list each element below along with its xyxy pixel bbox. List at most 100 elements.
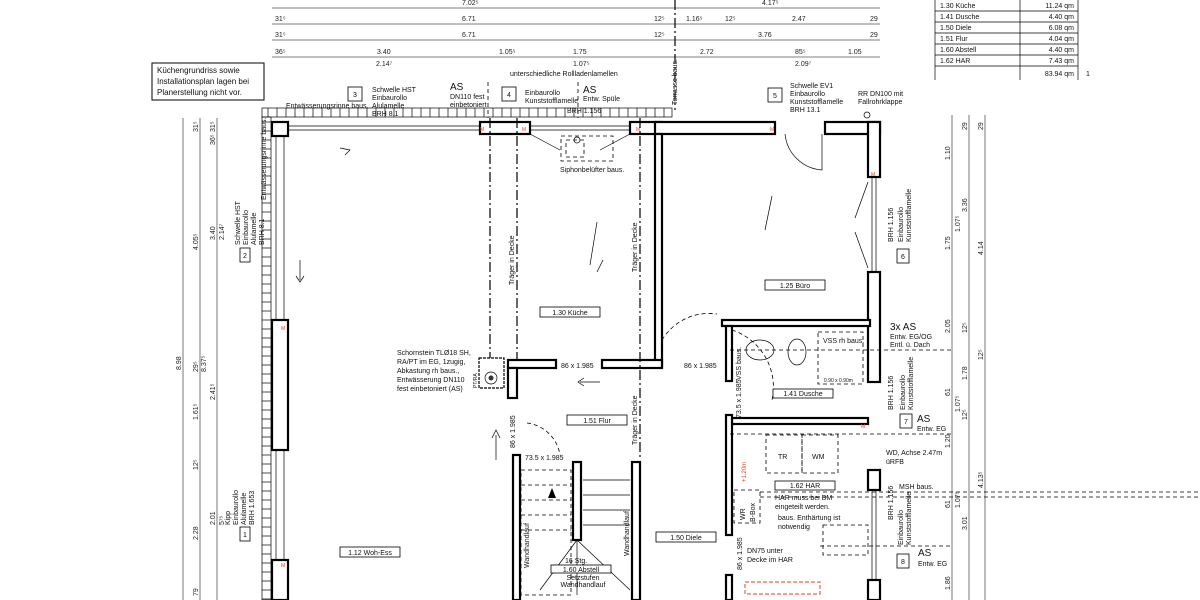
svg-text:1.07⁵: 1.07⁵ bbox=[955, 395, 962, 412]
svg-text:6.71: 6.71 bbox=[462, 32, 476, 39]
svg-text:VSS baus.: VSS baus. bbox=[736, 347, 743, 380]
room-label-flur: 1.51 Flur bbox=[583, 418, 611, 425]
svg-text:7.02⁵: 7.02⁵ bbox=[462, 0, 479, 7]
area-room: 1.30 Küche bbox=[940, 3, 976, 10]
svg-text:Alulamelle: Alulamelle bbox=[251, 213, 258, 245]
area-value: 6.08 qm bbox=[1049, 25, 1074, 32]
svg-text:Kipp: Kipp bbox=[225, 511, 232, 525]
area-room: 1.51 Flur bbox=[940, 36, 968, 43]
svg-text:Entwässerung DN110: Entwässerung DN110 bbox=[397, 377, 465, 384]
svg-text:12⁵: 12⁵ bbox=[725, 16, 736, 23]
svg-text:Kunststofflamelle: Kunststofflamelle bbox=[906, 189, 913, 242]
top-dimensions: 7.02⁵ 4.17⁵ 31⁵ 6.71 12⁵ 1.16⁵ 12⁵ 2.47 … bbox=[272, 0, 880, 68]
svg-text:3x AS: 3x AS bbox=[890, 322, 916, 333]
svg-text:29⁵: 29⁵ bbox=[193, 361, 200, 372]
svg-text:AS: AS bbox=[917, 414, 931, 425]
svg-text:31⁵: 31⁵ bbox=[275, 16, 286, 23]
note-box: Küchengrundriss sowie Installationsplan … bbox=[151, 62, 265, 101]
staircase: Wandhandlauf Wandhandlauf 16 Stg. 1.60 A… bbox=[520, 469, 631, 596]
svg-text:Alulamelle: Alulamelle bbox=[241, 493, 248, 525]
svg-text:4.17⁵: 4.17⁵ bbox=[762, 0, 779, 7]
svg-text:0.90 x 0.90m: 0.90 x 0.90m bbox=[824, 378, 853, 384]
svg-text:3.76: 3.76 bbox=[758, 32, 772, 39]
svg-text:Einbaurollo: Einbaurollo bbox=[233, 490, 240, 525]
svg-text:1.07⁵: 1.07⁵ bbox=[573, 61, 590, 68]
svg-text:2.14⁷: 2.14⁷ bbox=[376, 61, 393, 68]
svg-text:Schwelle HST: Schwelle HST bbox=[235, 200, 242, 245]
svg-text:29: 29 bbox=[962, 122, 969, 130]
svg-text:1.75: 1.75 bbox=[573, 49, 587, 56]
svg-text:üRFB: üRFB bbox=[886, 459, 904, 466]
svg-text:eingeteilt werden.: eingeteilt werden. bbox=[775, 504, 830, 511]
svg-text:8.37⁵: 8.37⁵ bbox=[201, 355, 208, 372]
svg-text:Installationsplan lagen bei: Installationsplan lagen bei bbox=[157, 77, 249, 86]
svg-text:Entwässerungsrinne baus.: Entwässerungsrinne baus. bbox=[286, 103, 369, 110]
svg-text:5: 5 bbox=[773, 93, 777, 100]
svg-text:+1.20m: +1.20m bbox=[742, 462, 748, 482]
area-value: 4.04 qm bbox=[1049, 36, 1074, 43]
svg-text:7: 7 bbox=[904, 419, 908, 426]
svg-text:3.40: 3.40 bbox=[210, 226, 217, 240]
svg-text:1.07⁵: 1.07⁵ bbox=[955, 215, 962, 232]
svg-text:Schwelle EV1: Schwelle EV1 bbox=[790, 83, 833, 90]
svg-text:Entw. EG: Entw. EG bbox=[917, 426, 946, 433]
svg-text:RA/PT im EG, 1zugig,: RA/PT im EG, 1zugig, bbox=[397, 359, 465, 366]
svg-text:61: 61 bbox=[945, 500, 952, 508]
svg-text:Setzstufen: Setzstufen bbox=[566, 575, 599, 582]
beam-axes: Träger in Decke Träger in Decke Träger i… bbox=[489, 0, 679, 460]
area-table: 1.30 Küche 11.24 qm 1.41 Dusche 4.40 qm … bbox=[934, 0, 1090, 80]
svg-text:1.86: 1.86 bbox=[945, 576, 952, 590]
svg-text:2.72: 2.72 bbox=[700, 49, 714, 56]
beam-label: Träger in Decke bbox=[632, 395, 639, 445]
svg-text:Einbaurollo: Einbaurollo bbox=[898, 207, 905, 242]
svg-text:1.61⁵: 1.61⁵ bbox=[193, 403, 200, 420]
svg-text:4: 4 bbox=[507, 92, 511, 99]
svg-text:Schwelle HST: Schwelle HST bbox=[372, 87, 417, 94]
svg-text:3.36: 3.36 bbox=[962, 198, 969, 212]
svg-text:86 x 1.985: 86 x 1.985 bbox=[684, 363, 717, 370]
room-label-dusche: 1.41 Dusche bbox=[783, 391, 822, 398]
svg-text:31⁵: 31⁵ bbox=[275, 32, 286, 39]
svg-text:BRH 1.653: BRH 1.653 bbox=[249, 491, 256, 525]
svg-text:M: M bbox=[522, 127, 526, 133]
svg-text:86 x 1.985: 86 x 1.985 bbox=[510, 415, 517, 448]
area-room: 1.62 HAR bbox=[940, 58, 970, 65]
svg-text:12⁵: 12⁵ bbox=[978, 349, 985, 360]
svg-text:2.28: 2.28 bbox=[193, 526, 200, 540]
svg-text:Küchengrundriss sowie: Küchengrundriss sowie bbox=[157, 66, 240, 75]
svg-text:AS: AS bbox=[450, 82, 464, 93]
svg-text:M: M bbox=[770, 127, 774, 133]
svg-text:2.09⁷: 2.09⁷ bbox=[795, 61, 812, 68]
svg-text:12⁵: 12⁵ bbox=[654, 32, 665, 39]
left-dimensions: 8.98 31⁵ 4.05⁵ 29⁵ 8.37⁵ 1.61⁵ 12⁵ 2.28 … bbox=[176, 118, 226, 600]
svg-text:BRH 13.1: BRH 13.1 bbox=[790, 107, 820, 114]
svg-text:1.16⁵: 1.16⁵ bbox=[686, 16, 703, 23]
svg-text:6: 6 bbox=[901, 254, 905, 261]
svg-text:36⁵: 36⁵ bbox=[275, 49, 286, 56]
room-label-woh-ess: 1.12 Woh-Ess bbox=[348, 550, 392, 557]
svg-text:BRH 1.156: BRH 1.156 bbox=[888, 376, 895, 410]
svg-text:DN110 fest: DN110 fest bbox=[450, 94, 485, 101]
door-labels: 86 x 1.985 86 x 1.985 86 x 1.985 86 x 1.… bbox=[510, 313, 774, 570]
svg-text:1.07⁵: 1.07⁵ bbox=[955, 491, 962, 508]
svg-text:Wandhandlauf: Wandhandlauf bbox=[561, 582, 606, 589]
svg-text:4.05⁵: 4.05⁵ bbox=[193, 233, 200, 250]
svg-text:2.14⁷: 2.14⁷ bbox=[219, 223, 226, 240]
area-room: 1.41 Dusche bbox=[940, 14, 979, 21]
walls bbox=[270, 120, 882, 600]
svg-text:1.10: 1.10 bbox=[945, 146, 952, 160]
svg-text:61: 61 bbox=[945, 388, 952, 396]
svg-text:Kunststofflamelle: Kunststofflamelle bbox=[908, 357, 915, 410]
beam-label: Träger in Decke bbox=[632, 222, 639, 272]
svg-text:HAR muss bei BM: HAR muss bei BM bbox=[775, 495, 832, 502]
svg-text:1: 1 bbox=[243, 532, 247, 539]
svg-text:1.05: 1.05 bbox=[848, 49, 862, 56]
svg-text:2.05: 2.05 bbox=[945, 319, 952, 333]
svg-text:M: M bbox=[861, 424, 865, 430]
svg-text:M: M bbox=[871, 172, 875, 178]
svg-text:Kunststofflamelle: Kunststofflamelle bbox=[525, 98, 578, 105]
svg-text:baus. Enthärtung ist: baus. Enthärtung ist bbox=[778, 515, 840, 522]
svg-text:WD, Achse 2.47m: WD, Achse 2.47m bbox=[886, 450, 942, 457]
svg-text:85⁵: 85⁵ bbox=[795, 49, 806, 56]
window-legends: 1 Kipp Einbaurollo Alulamelle BRH 1.653 … bbox=[225, 71, 915, 569]
